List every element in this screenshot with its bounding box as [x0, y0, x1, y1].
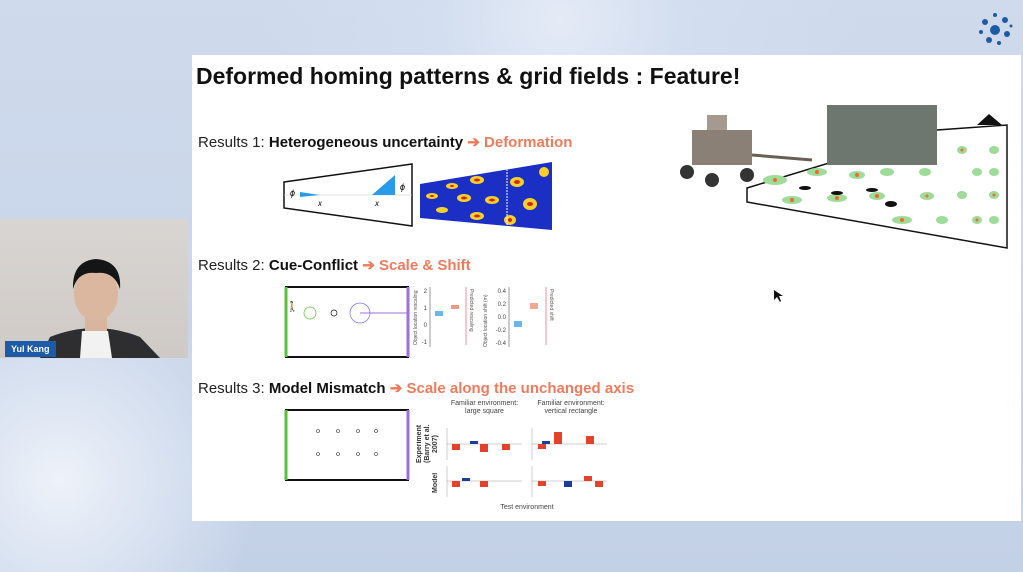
participant-video: [40, 259, 160, 358]
result-1: Results 1: Heterogeneous uncertainty ➔ D…: [198, 133, 572, 151]
mountain-icon: [977, 114, 1002, 125]
presentation-slide: Deformed homing patterns & grid fields :…: [192, 55, 1021, 521]
rover-image: [680, 115, 813, 187]
result-prefix: Results 1:: [198, 134, 269, 151]
row-label: Experiment (Barry et al. 2007): [416, 424, 439, 464]
result-2: Results 2: Cue-Conflict ➔ Scale & Shift: [198, 256, 471, 274]
result-3: Results 3: Model Mismatch ➔ Scale along …: [198, 379, 634, 397]
tick: -1: [422, 340, 428, 346]
slide-title: Deformed homing patterns & grid fields :…: [196, 63, 741, 89]
trapezoid-uncertainty-figure: ϕ x ϕ x: [283, 160, 552, 235]
result-topic: Heterogeneous uncertainty: [268, 134, 464, 151]
mouse-cursor-icon: [774, 290, 783, 302]
walker-icon: 🚶: [286, 300, 298, 313]
tick: 0: [424, 323, 428, 329]
x-axis-label: Test environment: [500, 504, 554, 511]
phi-label: ϕ: [400, 182, 405, 192]
participant-video-tile[interactable]: Yul Kang: [0, 219, 188, 358]
row-label: Model: [432, 472, 439, 494]
model-mismatch-plots: [284, 409, 607, 497]
rover-grid-fields-illustration: [680, 105, 1008, 249]
tick: 0.2: [498, 302, 507, 308]
column-title: Familiar environment: vertical rectangle: [537, 400, 605, 415]
tick: -0.4: [496, 341, 507, 347]
forest-image: [827, 105, 937, 165]
cue-conflict-figure: 🚶 Object location rescaling 2 1 0 -1 Pre…: [284, 286, 554, 358]
participant-name-tag: Yul Kang: [5, 341, 56, 357]
tick: -0.2: [496, 328, 507, 334]
y-axis-label: Object location shift (m): [483, 294, 489, 347]
tick: 0.4: [498, 289, 507, 295]
y-axis-label: Object location rescaling: [413, 290, 419, 345]
result-prefix: Results 2:: [198, 257, 269, 274]
column-title: Familiar environment: large square: [450, 400, 519, 415]
predicted-label: Predicted rescaling: [468, 289, 474, 332]
result-outcome: Deformation: [484, 134, 573, 151]
model-mismatch-figure: Familiar environment: large square Famil…: [282, 400, 612, 518]
predicted-label: Predicted shift: [548, 289, 554, 321]
arrow-icon: ➔: [362, 257, 375, 274]
result-topic: Cue-Conflict: [268, 257, 359, 274]
footprints-icon: [799, 186, 897, 207]
tick: 0.0: [498, 315, 507, 321]
result-prefix: Results 3:: [198, 380, 269, 397]
x-label: x: [317, 199, 323, 208]
x-label: x: [374, 199, 380, 208]
tick: 2: [424, 289, 428, 295]
result-outcome: Scale & Shift: [378, 257, 471, 274]
result-outcome: Scale along the unchanged axis: [406, 380, 635, 397]
app-logo-icon: [979, 13, 1013, 45]
arrow-icon: ➔: [467, 134, 480, 151]
phi-label: ϕ: [290, 188, 295, 198]
tick: 1: [424, 306, 428, 312]
arrow-icon: ➔: [389, 380, 403, 397]
result-topic: Model Mismatch: [268, 380, 386, 397]
